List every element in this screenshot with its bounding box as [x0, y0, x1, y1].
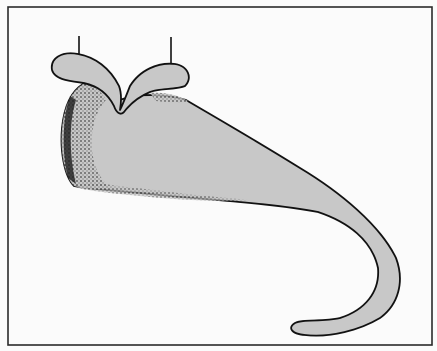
body-shape: [62, 84, 400, 336]
